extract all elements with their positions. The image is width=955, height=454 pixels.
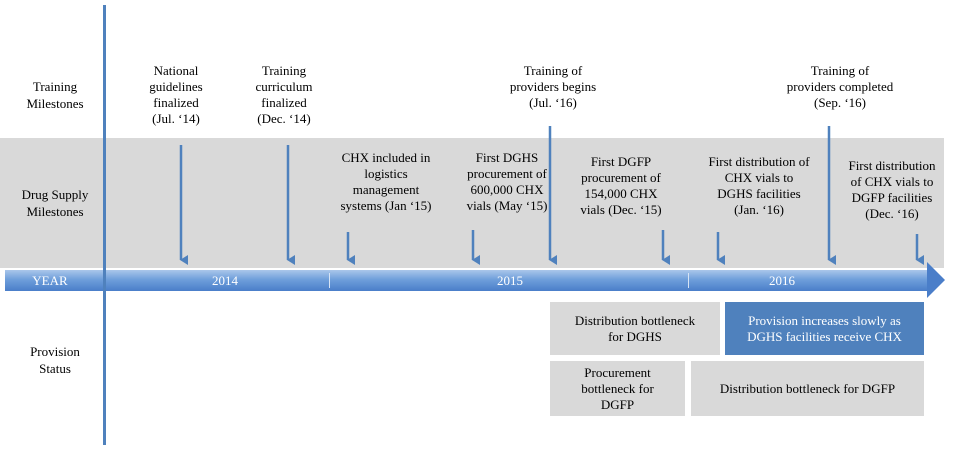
status-provision-increases: Provision increases slowly as DGHS facil… <box>725 302 924 355</box>
label-separator-line <box>103 5 106 445</box>
timeline-arrowhead-shape <box>927 262 945 298</box>
status-distribution-bottleneck-dgfp: Distribution bottleneck for DGFP <box>691 361 924 416</box>
training-milestones-label: Training Milestones <box>26 79 84 111</box>
year-2016: 2016 <box>769 273 795 288</box>
year-2015: 2015 <box>497 273 523 288</box>
drug-supply-milestones-label: Drug Supply Milestones <box>21 187 89 219</box>
year-axis-label: YEAR <box>32 273 68 288</box>
year-divider <box>329 273 330 288</box>
status-procurement-bottleneck-dgfp: Procurement bottleneck for DGFP <box>550 361 685 416</box>
year-divider <box>688 273 689 288</box>
milestone-dghs-distribution: First distribution of CHX vials to DGHS … <box>708 154 810 217</box>
milestone-training-curriculum: Training curriculum finalized (Dec. ‘14) <box>255 63 313 126</box>
provision-status-label: Provision Status <box>30 344 80 376</box>
milestone-training-begins: Training of providers begins (Jul. ‘16) <box>509 63 597 110</box>
milestone-chx-logistics: CHX included in logistics management sys… <box>340 150 432 213</box>
status-distribution-bottleneck-dghs: Distribution bottleneck for DGHS <box>550 302 720 355</box>
milestone-dgfp-procurement: First DGFP procurement of 154,000 CHX vi… <box>580 154 662 217</box>
milestone-dgfp-distribution: First distribution of CHX vials to DGFP … <box>848 158 936 221</box>
milestone-dghs-procurement: First DGHS procurement of 600,000 CHX vi… <box>466 150 548 213</box>
milestone-training-completed: Training of providers completed (Sep. ‘1… <box>786 63 894 110</box>
milestone-national-guidelines: National guidelines finalized (Jul. ‘14) <box>149 63 203 126</box>
year-2014: 2014 <box>212 273 238 288</box>
year-timeline-bar <box>5 270 928 291</box>
